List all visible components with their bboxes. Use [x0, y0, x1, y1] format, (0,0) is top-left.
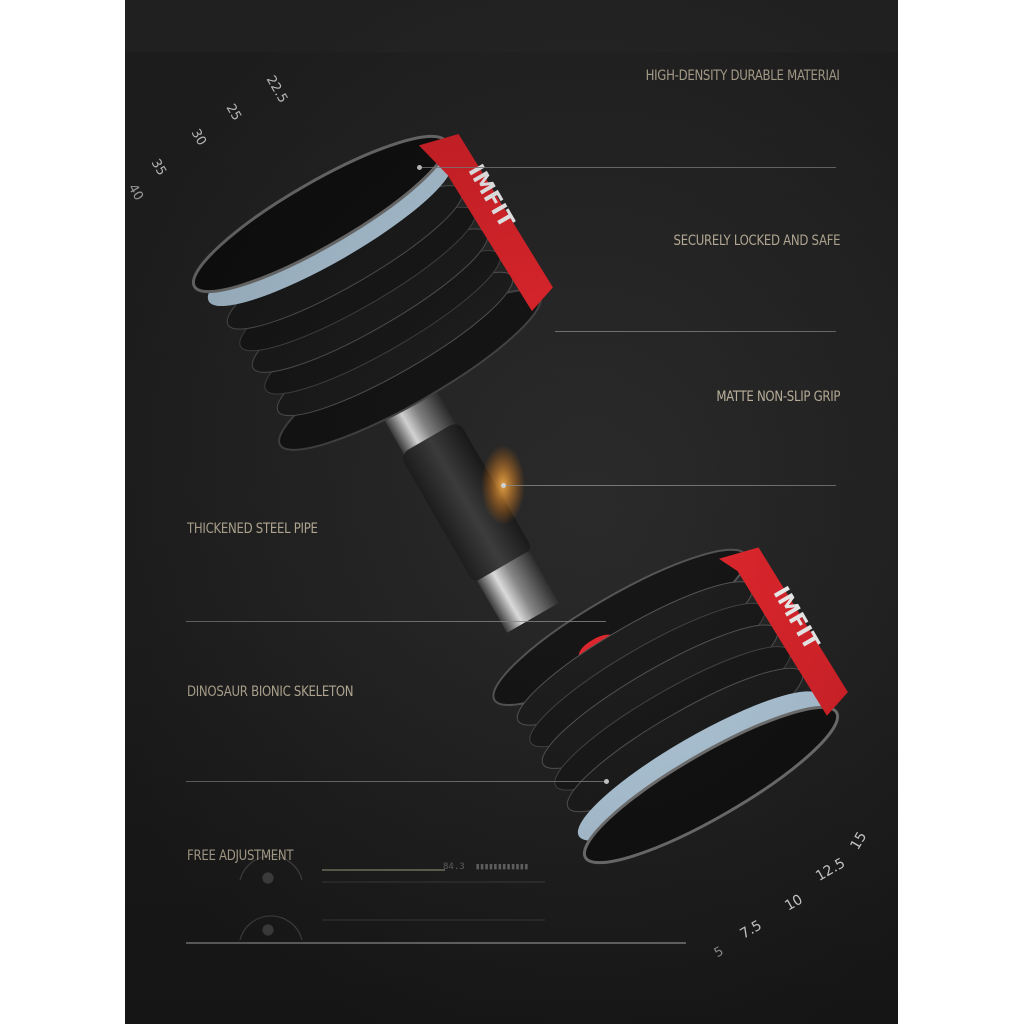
callout-dot — [501, 483, 506, 488]
callout-line — [505, 485, 836, 486]
callout-line — [555, 331, 836, 332]
callout-dot — [604, 779, 609, 784]
dumbbell-illustration: IMFIT IMFIT — [191, 134, 848, 865]
feature-label-high-density: HIGH-DENSITY DURABLE MATERIAI — [645, 68, 840, 84]
feature-label-skeleton: DINOSAUR BIONIC SKELETON — [187, 684, 354, 700]
feature-label-steel-pipe: THICKENED STEEL PIPE — [187, 521, 318, 537]
feature-label-adjustment: FREE ADJUSTMENT — [187, 848, 294, 864]
hud-bar: ▮▮▮▮▮▮▮▮▮▮▮▮ — [475, 862, 529, 872]
callout-line — [186, 781, 606, 782]
product-image-panel: IMFIT IMFIT 22.5 25 30 35 40 5 7.5 10 12… — [125, 0, 898, 1024]
callout-line — [421, 167, 836, 168]
hud-readout: 84.3 — [443, 862, 465, 872]
feature-label-grip: MATTE NON-SLIP GRIP — [716, 389, 840, 405]
callout-line — [186, 942, 686, 944]
callout-dot — [417, 165, 422, 170]
callout-line — [186, 621, 606, 622]
feature-label-locked: SECURELY LOCKED AND SAFE — [673, 233, 840, 249]
